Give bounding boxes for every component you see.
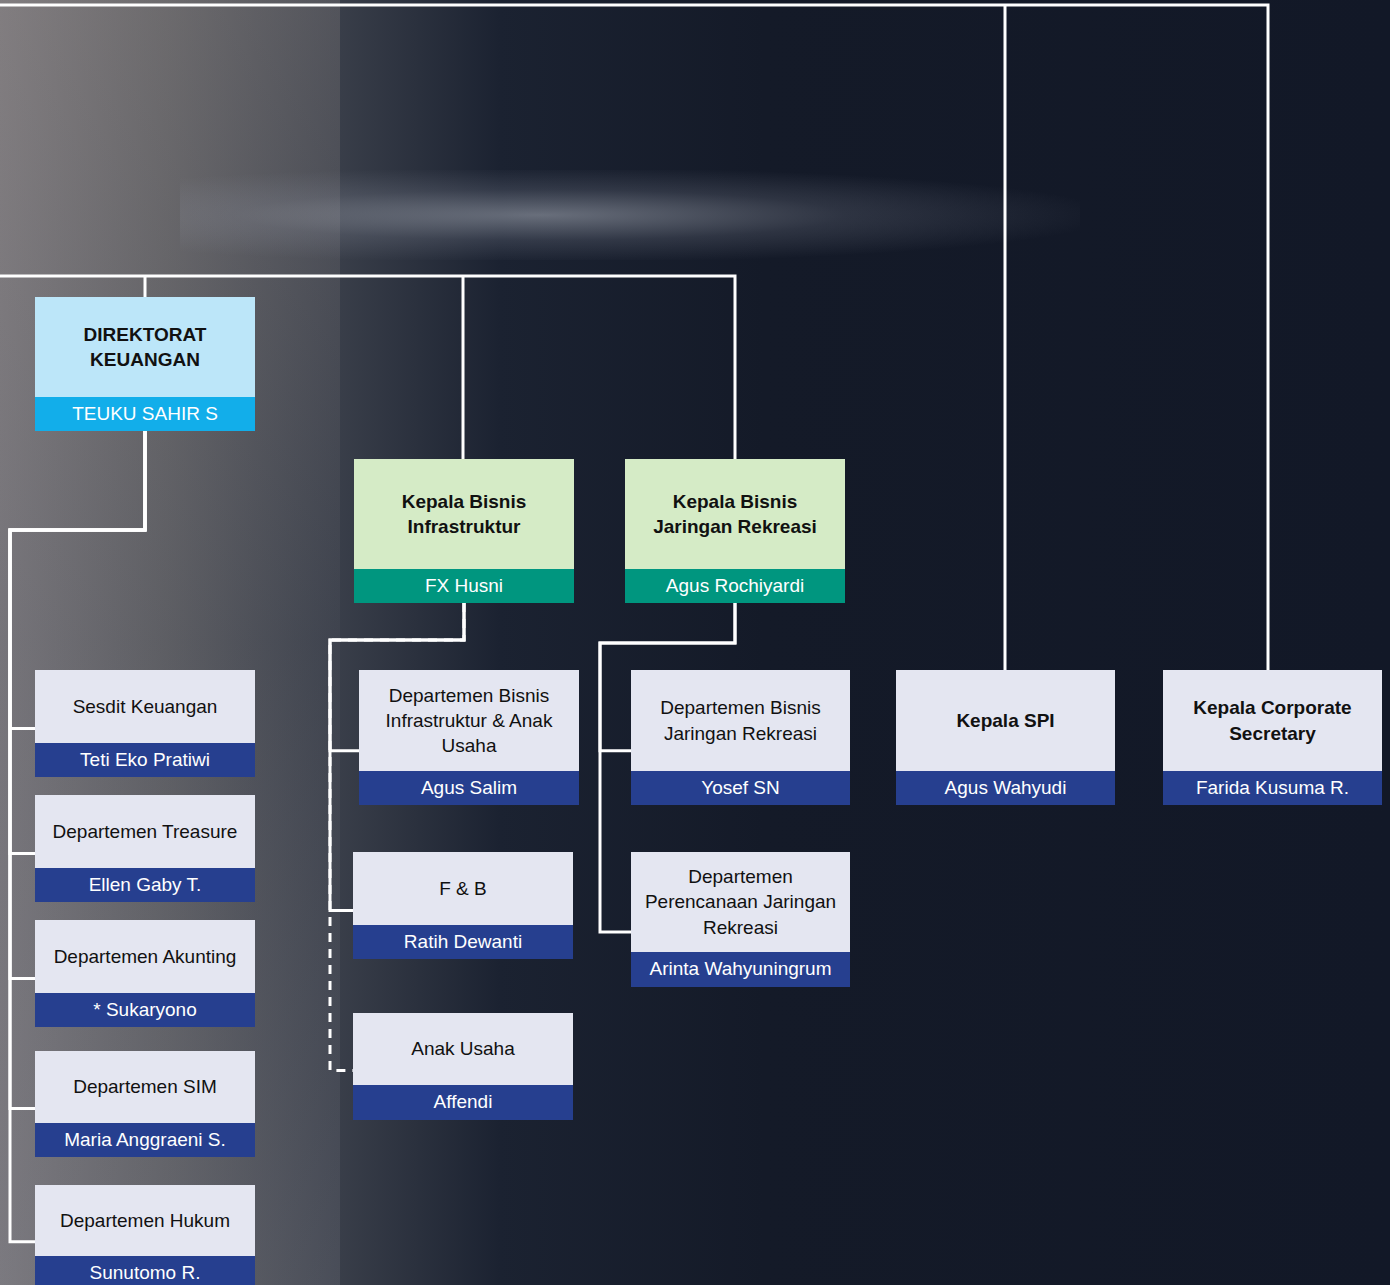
- org-box: DIREKTORAT KEUANGAN TEUKU SAHIR S: [35, 297, 255, 431]
- person-name: Teti Eko Pratiwi: [80, 749, 210, 770]
- connector: [10, 431, 145, 853]
- unit-title: Departemen Akunting: [54, 944, 237, 969]
- unit-title: Anak Usaha: [411, 1036, 515, 1061]
- unit-title: Departemen Treasure: [53, 819, 238, 844]
- box-title-area: Departemen Hukum: [35, 1185, 255, 1256]
- name-band: Yosef SN: [631, 771, 850, 805]
- unit-title: Departemen Bisnis Jaringan Rekreasi: [641, 695, 840, 745]
- org-box: Departemen TreasureEllen Gaby T.: [35, 795, 255, 902]
- name-band: Agus Rochiyardi: [625, 569, 845, 603]
- org-box: Kepala Corporate SecretaryFarida Kusuma …: [1163, 670, 1382, 805]
- name-band: Teti Eko Pratiwi: [35, 743, 255, 777]
- unit-title: Kepala Corporate Secretary: [1173, 695, 1372, 745]
- box-title-area: F & B: [353, 852, 573, 925]
- person-name: Arinta Wahyuningrum: [650, 958, 832, 979]
- person-name: TEUKU SAHIR S: [72, 403, 218, 424]
- box-title-area: Kepala SPI: [896, 670, 1115, 771]
- name-band: Arinta Wahyuningrum: [631, 952, 850, 987]
- org-box: Departemen Bisnis Infrastruktur & Anak U…: [359, 670, 579, 805]
- name-band: Ratih Dewanti: [353, 925, 573, 959]
- box-title-area: Departemen SIM: [35, 1051, 255, 1123]
- box-title-area: Kepala Bisnis Jaringan Rekreasi: [625, 459, 845, 569]
- name-band: TEUKU SAHIR S: [35, 397, 255, 431]
- person-name: Ratih Dewanti: [404, 931, 522, 952]
- org-box: Kepala SPI Agus Wahyudi: [896, 670, 1115, 805]
- box-title-area: Kepala Bisnis Infrastruktur: [354, 459, 574, 569]
- person-name: Sunutomo R.: [90, 1262, 201, 1283]
- box-title-area: Departemen Bisnis Infrastruktur & Anak U…: [359, 670, 579, 771]
- unit-title: F & B: [439, 876, 487, 901]
- org-box: F & B Ratih Dewanti: [353, 852, 573, 959]
- unit-title: Departemen SIM: [73, 1074, 217, 1099]
- person-name: Agus Rochiyardi: [666, 575, 804, 596]
- name-band: Ellen Gaby T.: [35, 868, 255, 902]
- unit-title: Departemen Bisnis Infrastruktur & Anak U…: [369, 683, 569, 758]
- box-title-area: Anak Usaha: [353, 1013, 573, 1085]
- box-title-area: Kepala Corporate Secretary: [1163, 670, 1382, 771]
- unit-title: Kepala Bisnis Infrastruktur: [364, 489, 564, 539]
- unit-title: Departemen Perencanaan Jaringan Rekreasi: [641, 864, 840, 939]
- org-box: Sesdit KeuanganTeti Eko Pratiwi: [35, 670, 255, 777]
- box-title-area: Departemen Akunting: [35, 920, 255, 993]
- name-band: Farida Kusuma R.: [1163, 771, 1382, 805]
- person-name: Yosef SN: [701, 777, 780, 798]
- person-name: Ellen Gaby T.: [89, 874, 202, 895]
- org-box: Departemen SIM Maria Anggraeni S.: [35, 1051, 255, 1157]
- name-band: FX Husni: [354, 569, 574, 603]
- box-title-area: Departemen Perencanaan Jaringan Rekreasi: [631, 852, 850, 952]
- unit-title: Departemen Hukum: [60, 1208, 230, 1233]
- box-title-area: Departemen Treasure: [35, 795, 255, 868]
- person-name: Agus Salim: [421, 777, 517, 798]
- director-bus-line: [0, 276, 735, 459]
- org-box: Kepala Bisnis Infrastruktur FX Husni: [354, 459, 574, 603]
- box-title-area: Departemen Bisnis Jaringan Rekreasi: [631, 670, 850, 771]
- unit-title: Kepala Bisnis Jaringan Rekreasi: [635, 489, 835, 539]
- background-texture: [180, 170, 1080, 260]
- box-title-area: DIREKTORAT KEUANGAN: [35, 297, 255, 397]
- name-band: * Sukaryono: [35, 993, 255, 1027]
- person-name: * Sukaryono: [93, 999, 197, 1020]
- person-name: Agus Wahyudi: [945, 777, 1067, 798]
- person-name: FX Husni: [425, 575, 503, 596]
- org-box: Kepala Bisnis Jaringan RekreasiAgus Roch…: [625, 459, 845, 603]
- org-box: Departemen Akunting * Sukaryono: [35, 920, 255, 1027]
- unit-title: Sesdit Keuangan: [73, 694, 218, 719]
- org-box: Departemen Perencanaan Jaringan Rekreasi…: [631, 852, 850, 987]
- org-box: Anak UsahaAffendi: [353, 1013, 573, 1120]
- org-box: Departemen HukumSunutomo R.: [35, 1185, 255, 1285]
- name-band: Agus Wahyudi: [896, 771, 1115, 805]
- name-band: Affendi: [353, 1085, 573, 1120]
- person-name: Affendi: [434, 1091, 493, 1112]
- person-name: Maria Anggraeni S.: [64, 1129, 226, 1150]
- name-band: Maria Anggraeni S.: [35, 1123, 255, 1157]
- box-title-area: Sesdit Keuangan: [35, 670, 255, 743]
- name-band: Agus Salim: [359, 771, 579, 805]
- person-name: Farida Kusuma R.: [1196, 777, 1349, 798]
- top-bus-line: [0, 5, 1268, 670]
- unit-title: DIREKTORAT KEUANGAN: [45, 322, 245, 372]
- org-box: Departemen Bisnis Jaringan RekreasiYosef…: [631, 670, 850, 805]
- unit-title: Kepala SPI: [956, 708, 1054, 733]
- name-band: Sunutomo R.: [35, 1256, 255, 1285]
